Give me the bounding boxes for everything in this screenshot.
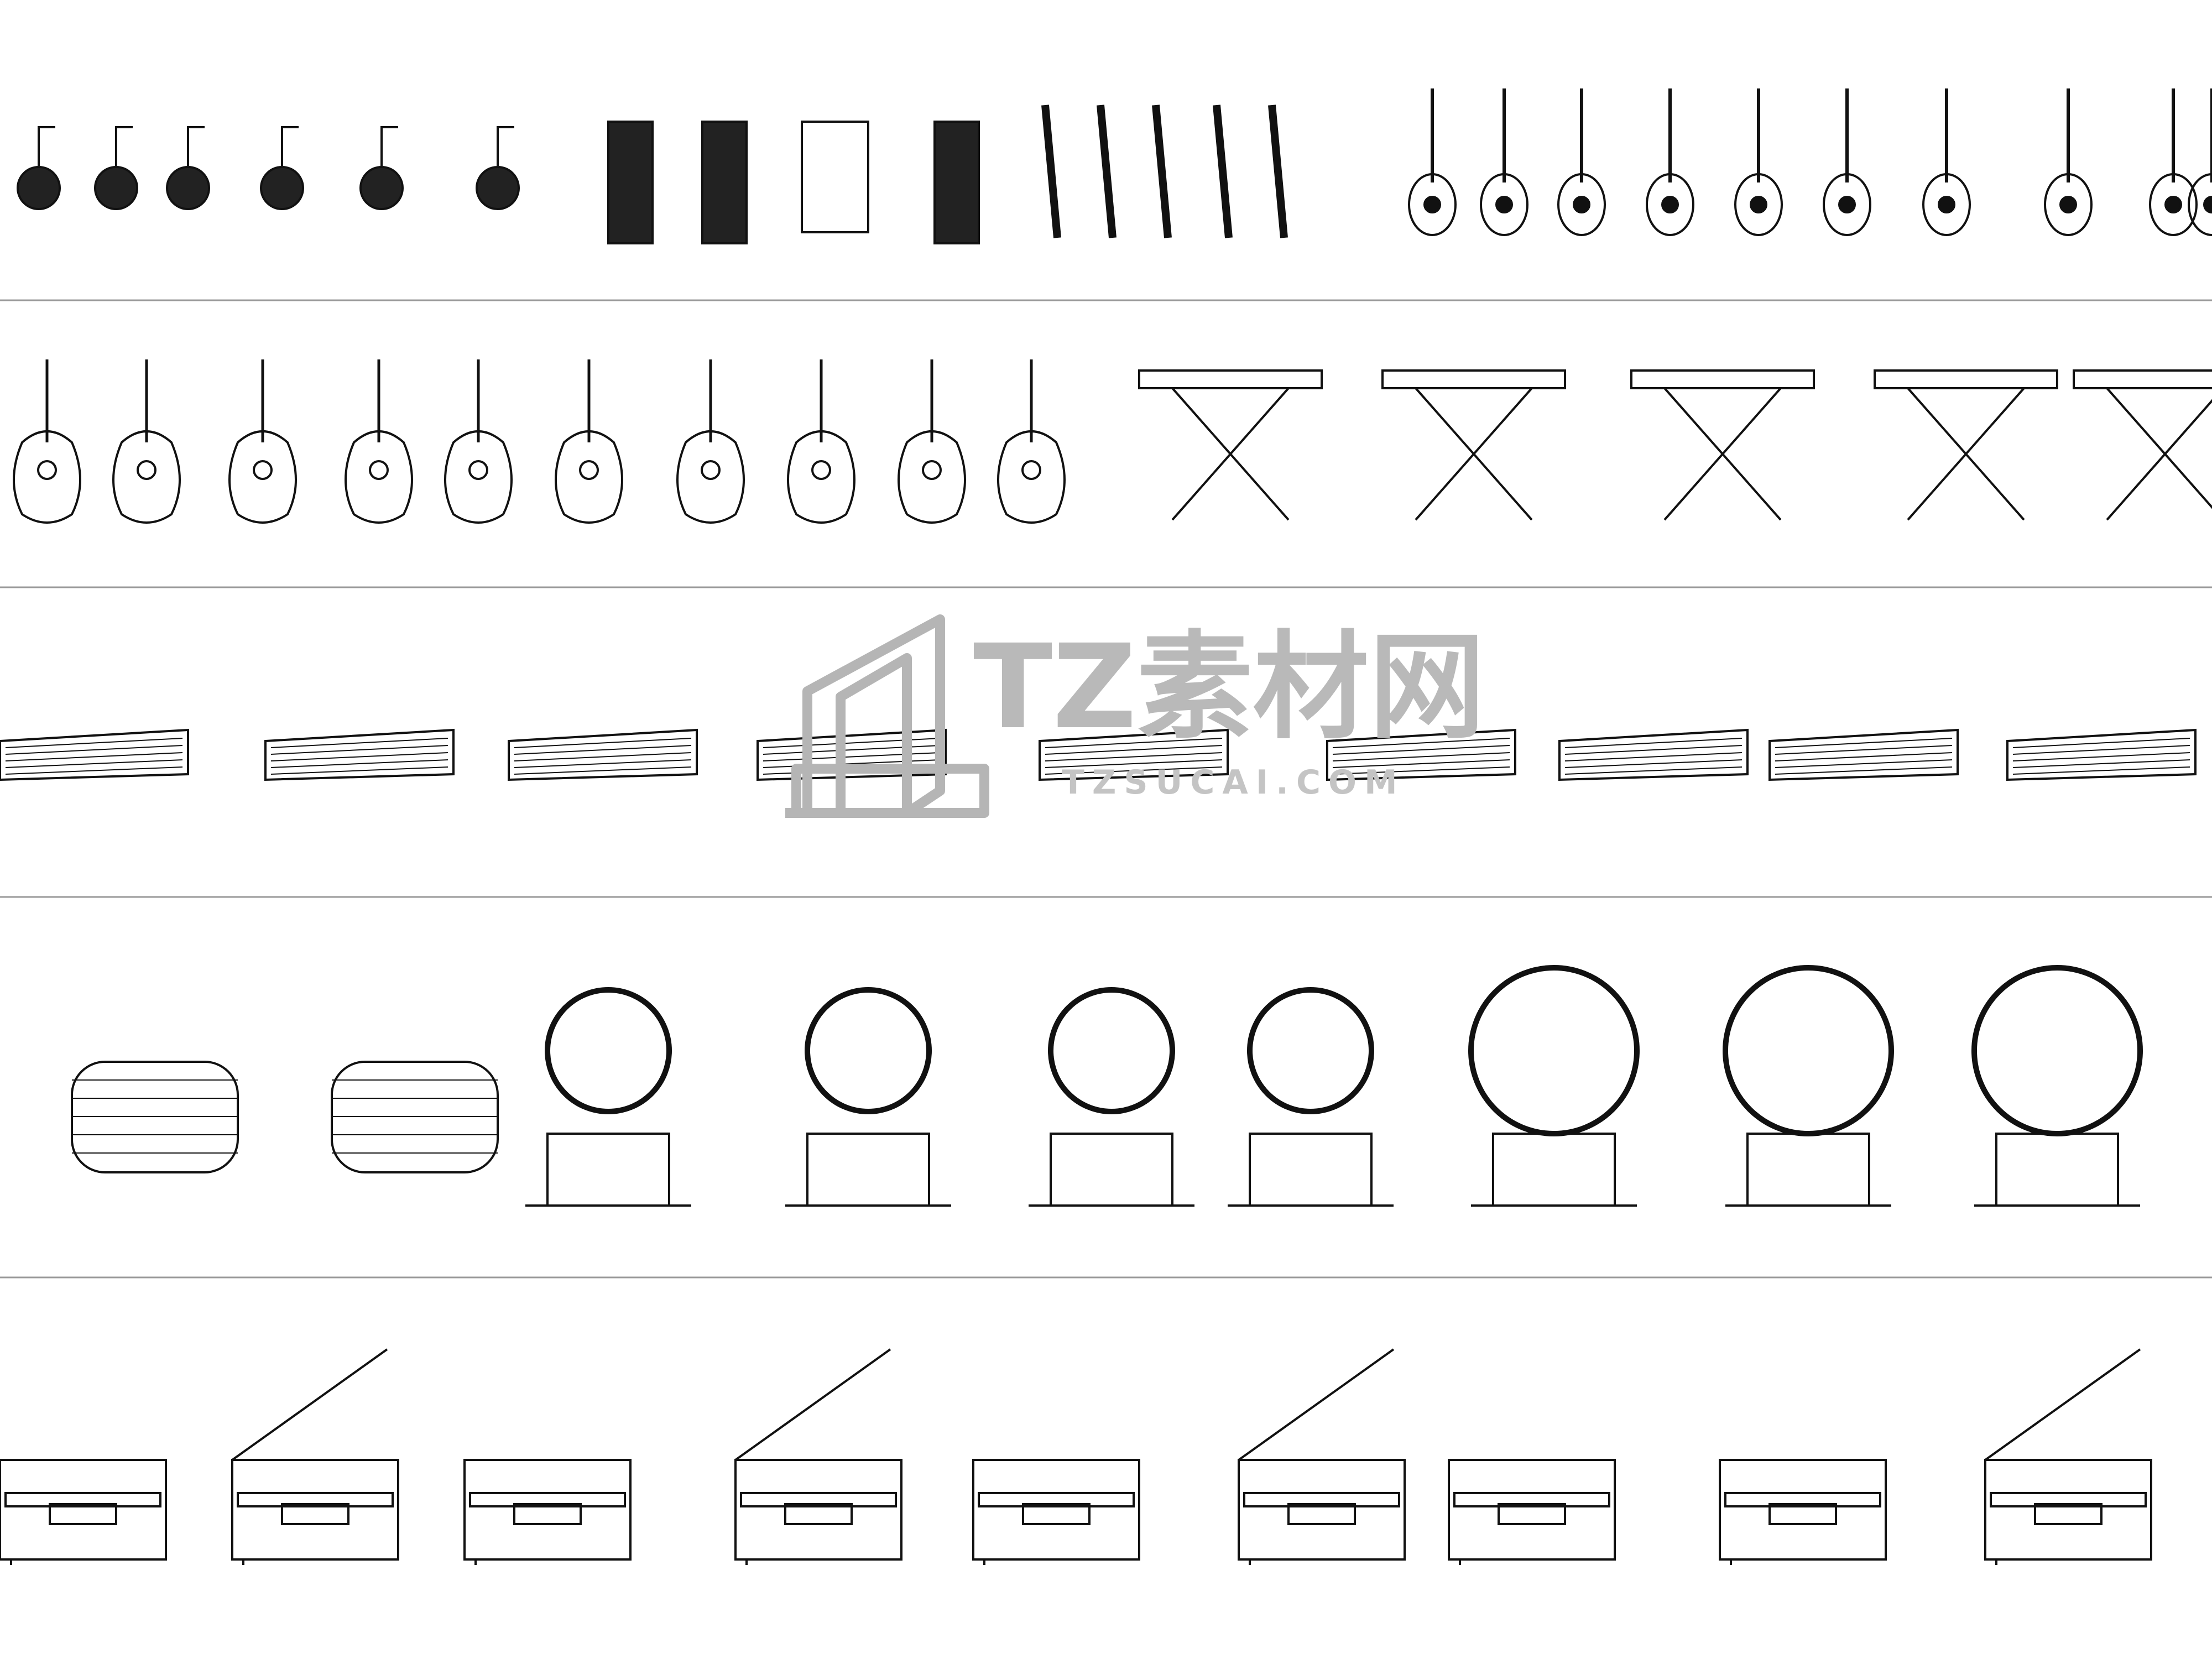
synth-z-stand-icon: [1874, 369, 2058, 521]
taiko-drum-cabinet-2-icon: [1228, 987, 1394, 1207]
grand-piano-2-icon: [1238, 1348, 1406, 1565]
oud-icon: [1734, 88, 1783, 236]
upright-piano-icon: [463, 1459, 632, 1565]
bass-guitar-2-icon: [345, 359, 413, 524]
guzheng-3-icon: [508, 728, 698, 781]
upright-open-music-icon: [972, 1459, 1140, 1565]
watermark-logo-icon: [785, 614, 989, 818]
barrel-drum-side-icon: [71, 1061, 239, 1173]
keyboard-x-stand-icon: [1138, 369, 1323, 521]
pan-flute-icon: [933, 121, 980, 244]
taiko-drum-cabinet-icon: [1029, 987, 1194, 1207]
guzheng-1-icon: [0, 728, 189, 781]
clarinet-icon: [1213, 105, 1233, 238]
baby-grand-icon: [734, 1348, 902, 1565]
digital-piano-icon: [1448, 1459, 1616, 1565]
gong-frame-icon: [525, 987, 691, 1207]
lute-icon: [1646, 88, 1694, 236]
digital-piano-table-icon: [1630, 369, 1815, 521]
oboe-icon: [1268, 105, 1288, 238]
electric-guitar-on-stand-icon: [112, 359, 181, 524]
guzheng-9-icon: [2006, 728, 2197, 781]
double-tier-keyboard-icon: [2073, 369, 2212, 521]
trombone-icon: [359, 126, 404, 210]
recorder-icon: [1152, 105, 1172, 238]
guzheng-2-icon: [264, 728, 455, 781]
erhu-icon: [2044, 88, 2093, 236]
hulusi-icon: [1097, 105, 1117, 238]
watermark: TZ素材网 TZSUCAI.COM: [785, 614, 1485, 818]
tuba-icon: [476, 126, 520, 210]
flute-stick-icon: [701, 121, 748, 244]
row-dividers: [0, 299, 2212, 1279]
ukulele-stand-icon: [676, 359, 745, 524]
large-drum-frame-icon: [1468, 965, 1640, 1207]
mandolin-icon: [1823, 88, 1871, 236]
row-drums-and-gongs: [71, 965, 2143, 1207]
ornamental-drum-gate-icon: [1971, 965, 2143, 1207]
panpipes-icon: [607, 121, 654, 244]
banjo-icon: [1480, 88, 1528, 236]
watermark-name: TZ素材网: [973, 619, 1485, 755]
row-guitars-and-keyboards: [13, 359, 2212, 524]
row-wind-and-plucked: [17, 88, 2212, 244]
pipa-icon: [1557, 88, 1606, 236]
hollow-body-guitar-icon: [444, 359, 513, 524]
drum-on-pedestal-icon: [1723, 965, 1894, 1207]
row-pianos: [0, 1348, 2152, 1565]
trumpet-icon: [166, 126, 210, 210]
dombra-icon: [2149, 88, 2198, 236]
digital-upright-icon: [0, 1459, 167, 1565]
row-guzheng: [0, 728, 2197, 781]
bamboo-flute-icon: [1041, 105, 1061, 238]
acoustic-guitar-icon: [228, 359, 297, 524]
acoustic-guitar-3-icon: [997, 359, 1066, 524]
barrel-drum-front-icon: [331, 1061, 499, 1173]
upright-tall-back-icon: [1719, 1459, 1887, 1565]
french-horn-icon: [17, 126, 61, 210]
classical-guitar-icon: [787, 359, 855, 524]
guzheng-6-icon: [1326, 728, 1516, 781]
grand-piano-ornate-icon: [231, 1348, 399, 1565]
guzheng-7-icon: [1558, 728, 1749, 781]
acoustic-guitar-2-icon: [898, 359, 966, 524]
sanxian-icon: [1922, 88, 1971, 236]
concert-grand-icon: [1984, 1348, 2152, 1565]
harp-icon: [1408, 88, 1457, 236]
guzheng-5-icon: [1039, 728, 1229, 781]
drum-stand-ring-icon: [785, 987, 951, 1207]
violin-bow-icon: [555, 359, 623, 524]
guzheng-8-icon: [1768, 728, 1959, 781]
kalimba-icon: [801, 121, 869, 233]
keyboard-x-stand-2-icon: [1381, 369, 1566, 521]
saxophone-icon: [94, 126, 138, 210]
jinghu-icon: [2188, 88, 2212, 236]
watermark-domain: TZSUCAI.COM: [1062, 763, 1405, 802]
sousaphone-icon: [260, 126, 304, 210]
bass-guitar-icon: [13, 359, 81, 524]
